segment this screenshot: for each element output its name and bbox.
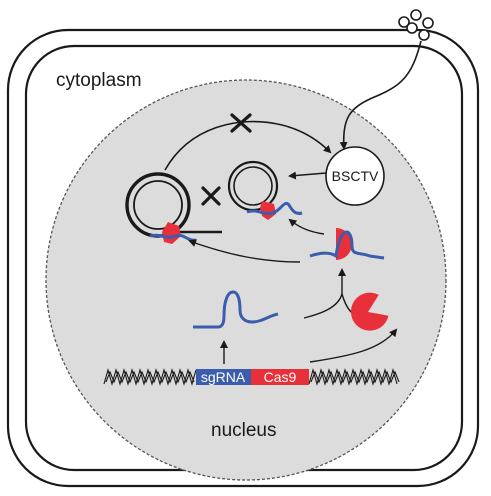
pacman-icon xyxy=(350,292,389,331)
complex-to-middle-arrow xyxy=(288,218,325,235)
bsctv-label: BSCTV xyxy=(332,168,379,184)
x-mark-icon xyxy=(201,186,221,206)
dna-helix-right xyxy=(308,367,400,387)
complex-to-left-arrow xyxy=(188,239,301,263)
bsctv-circle xyxy=(325,146,385,206)
replication-arrow xyxy=(164,120,332,171)
cas9-sgrna-complex xyxy=(309,228,385,260)
sgrna-hairpin xyxy=(193,290,279,329)
virus-entry-arrow xyxy=(339,40,422,150)
cas9-expression-arrow xyxy=(309,328,398,363)
nucleus-label: nucleus xyxy=(211,420,277,441)
x-mark-icon xyxy=(230,113,252,133)
cas9-gene-box xyxy=(251,369,309,385)
cas9-complex-middle xyxy=(246,201,303,220)
dna-helix-left xyxy=(103,367,197,387)
cytoplasm-label: cytoplasm xyxy=(56,70,142,91)
bsctv-to-dna-arrow xyxy=(288,171,327,180)
virus-particles-icon xyxy=(398,9,434,41)
sgrna-gene-label: sgRNA xyxy=(201,369,246,385)
cas9-gene-label: Cas9 xyxy=(264,369,297,385)
sgrna-gene-box xyxy=(196,369,251,385)
